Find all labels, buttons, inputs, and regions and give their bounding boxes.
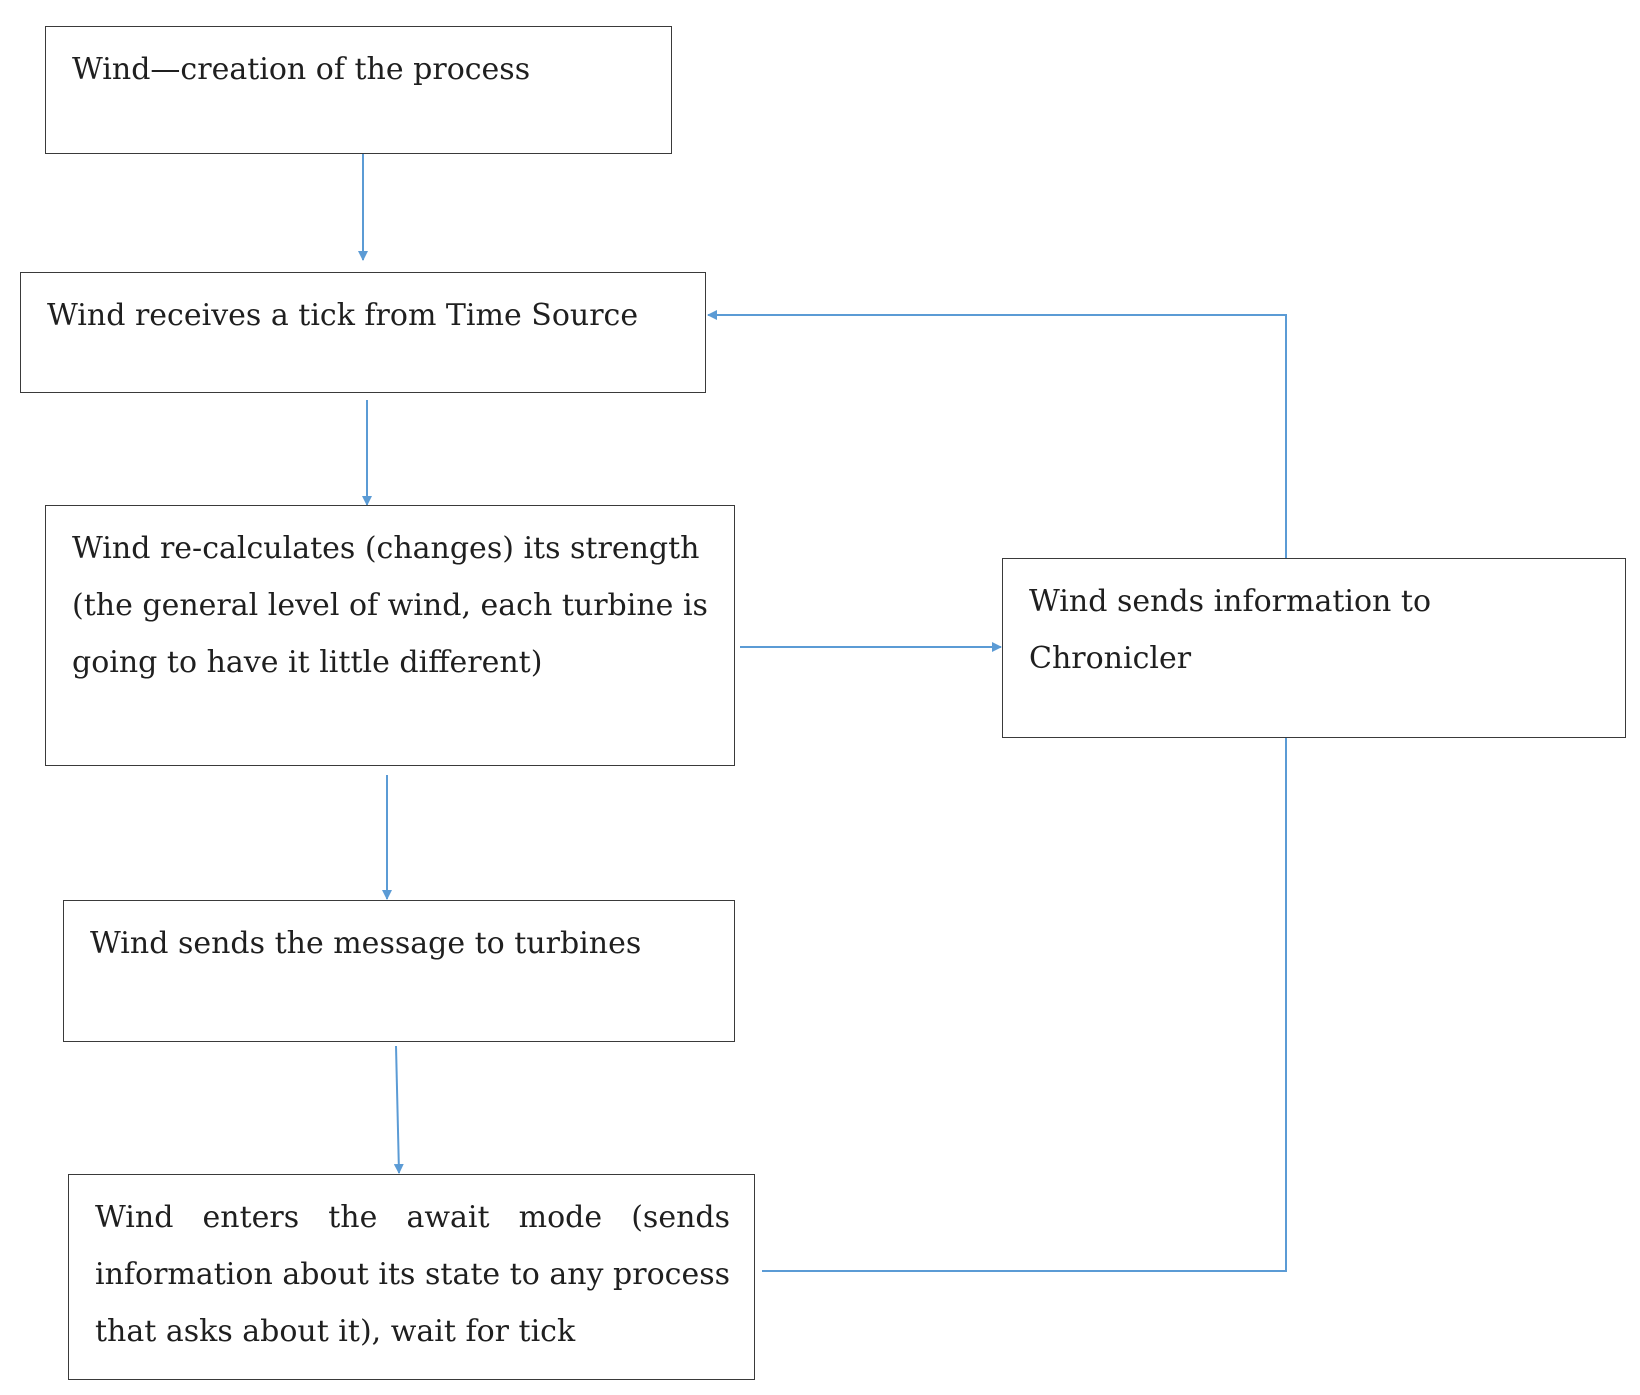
edge-await-to-chronicler — [762, 738, 1287, 1272]
node-recalculate-strength: Wind re-calculates (changes) its strengt… — [45, 505, 735, 766]
node-creation-of-process: Wind—creation of the process — [45, 26, 672, 154]
node-await-mode: Wind enters the await mode (sends inform… — [68, 1174, 755, 1380]
node-label: Wind sends information to Chronicler — [1029, 584, 1432, 676]
node-label: Wind—creation of the process — [72, 52, 531, 87]
node-label: Wind receives a tick from Time Source — [47, 298, 639, 333]
node-send-to-chronicler: Wind sends information to Chronicler — [1002, 558, 1626, 738]
edge-turbines-to-await — [393, 1045, 404, 1174]
node-send-message-to-turbines: Wind sends the message to turbines — [63, 900, 735, 1042]
node-label: Wind re-calculates (changes) its strengt… — [72, 531, 708, 680]
edge-chronicler-to-tick — [707, 310, 1287, 558]
node-label: Wind sends the message to turbines — [90, 926, 642, 961]
node-receive-tick: Wind receives a tick from Time Source — [20, 272, 706, 393]
node-label: Wind enters the await mode (sends inform… — [95, 1200, 730, 1349]
